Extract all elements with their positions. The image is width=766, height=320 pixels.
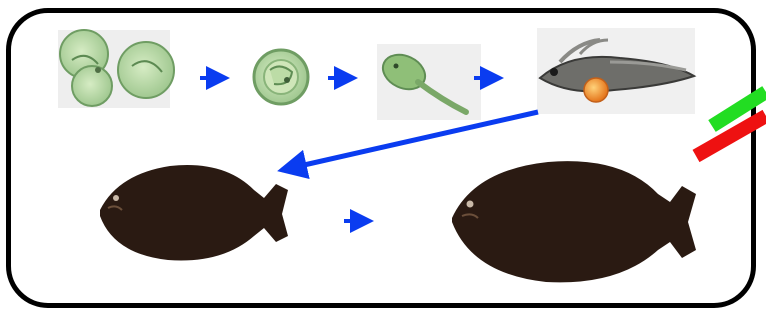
juvenile-flounder-icon <box>100 165 288 261</box>
adult-flounder-icon <box>452 161 696 282</box>
yolk-sac-larva-icon <box>377 48 466 112</box>
developing-egg-icon <box>254 50 308 104</box>
flow-arrow-4 <box>282 112 538 170</box>
fish-eggs-icon <box>60 30 174 106</box>
postlarva-icon <box>540 40 694 102</box>
